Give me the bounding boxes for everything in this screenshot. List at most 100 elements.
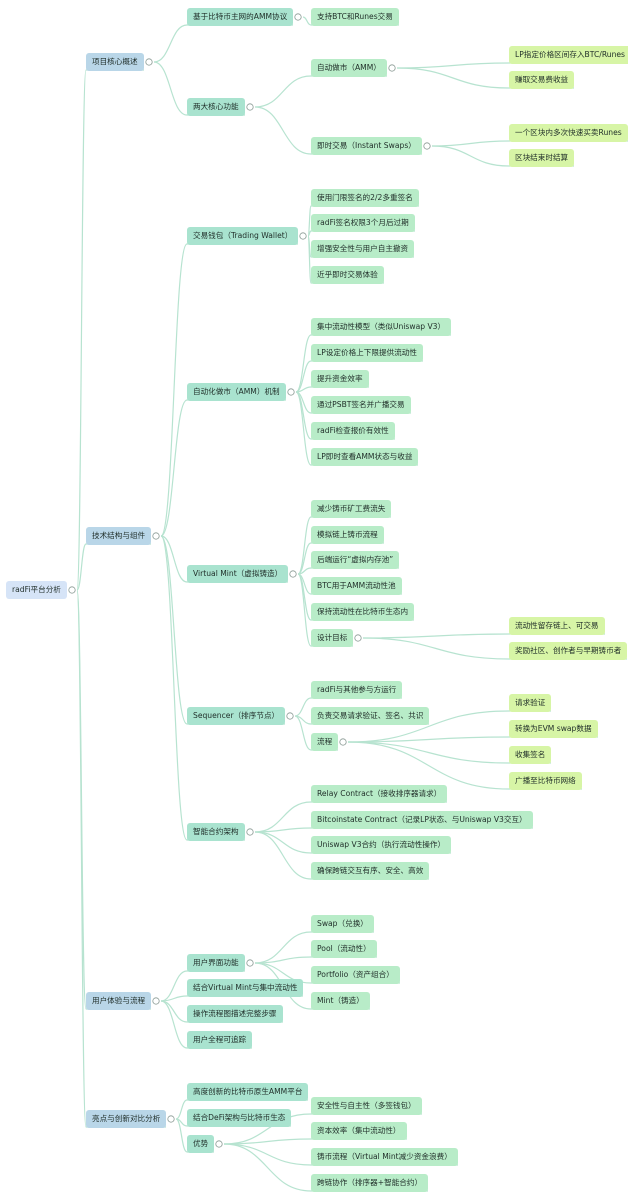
node-goal-rewards[interactable]: 奖励社区、创作者与早期铸币者 <box>509 642 628 660</box>
collapse-toggle-virtual-mint[interactable] <box>289 570 297 578</box>
node-tw-expiry[interactable]: radFi签名权限3个月后过期 <box>311 214 415 232</box>
node-sc-uniswap[interactable]: Uniswap V3合约（执行流动性操作） <box>311 836 452 854</box>
collapse-toggle-user-experience[interactable] <box>152 997 160 1005</box>
collapse-toggle-architecture[interactable] <box>152 532 160 540</box>
node-earn-fees[interactable]: 赚取交易费收益 <box>509 71 575 89</box>
node-vm-mempool[interactable]: 后端运行“虚拟内存池” <box>311 551 400 569</box>
node-amm-concentrated[interactable]: 集中流动性模型（类似Uniswap V3） <box>311 318 452 336</box>
node-block-settlement[interactable]: 区块结束时结算 <box>509 149 575 167</box>
link-root-to-highlights <box>76 589 166 1128</box>
node-trading-wallet[interactable]: 交易钱包（Trading Wallet） <box>187 227 299 245</box>
link-ui-features-to-ui-pool <box>254 956 377 964</box>
node-core-features[interactable]: 两大核心功能 <box>187 98 245 116</box>
node-highlights[interactable]: 亮点与创新对比分析 <box>86 1110 167 1128</box>
link-instant-swaps-to-block-settlement <box>431 145 574 167</box>
node-ui-pool[interactable]: Pool（流动性） <box>311 940 377 958</box>
node-goal-onchain[interactable]: 流动性留存链上、可交易 <box>509 617 605 635</box>
node-btc-runes-trading[interactable]: 支持BTC和Runes交易 <box>311 8 399 26</box>
node-amm-lp-status[interactable]: LP即时查看AMM状态与收益 <box>311 448 419 466</box>
link-trading-wallet-to-tw-instant <box>307 235 384 284</box>
node-sc-ensure[interactable]: 确保跨链交互有序、安全、高效 <box>311 862 430 880</box>
node-proc-broadcast[interactable]: 广播至比特币网络 <box>509 772 582 790</box>
node-sc-bitcoinstate[interactable]: Bitcoinstate Contract（记录LP状态、与Uniswap V3… <box>311 811 533 829</box>
collapse-toggle-amm-mechanism[interactable] <box>287 388 295 396</box>
node-hl-defi[interactable]: 结合DeFi架构与比特币生态 <box>187 1109 292 1127</box>
node-adv-capital[interactable]: 资本效率（集中流动性） <box>311 1122 407 1140</box>
link-hl-advantages-to-adv-capital <box>223 1138 407 1145</box>
collapse-toggle-vm-design-goals[interactable] <box>354 634 362 642</box>
node-overview[interactable]: 项目核心概述 <box>86 53 144 71</box>
node-instant-swaps[interactable]: 即时交易（Instant Swaps） <box>311 137 422 155</box>
node-ux-flowchart[interactable]: 操作流程图描述完整步骤 <box>187 1005 283 1023</box>
node-proc-evm[interactable]: 转换为EVM swap数据 <box>509 720 598 738</box>
node-virtual-mint[interactable]: Virtual Mint（虚拟铸造） <box>187 565 289 583</box>
node-lp-price-range[interactable]: LP指定价格区间存入BTC/Runes <box>509 46 628 64</box>
node-amm-psbt[interactable]: 通过PSBT签名并广播交易 <box>311 396 411 414</box>
node-adv-security[interactable]: 安全性与自主性（多签钱包） <box>311 1097 422 1115</box>
collapse-toggle-ui-features[interactable] <box>246 959 254 967</box>
node-ui-mint[interactable]: Mint（铸造） <box>311 992 370 1010</box>
link-virtual-mint-to-vm-mempool <box>297 567 399 575</box>
collapse-toggle-seq-process[interactable] <box>339 738 347 746</box>
node-vm-keep-liquidity[interactable]: 保持流动性在比特币生态内 <box>311 603 415 621</box>
node-ui-swap[interactable]: Swap（兑换） <box>311 915 374 933</box>
node-architecture[interactable]: 技术结构与组件 <box>86 527 152 545</box>
link-smart-contracts-to-sc-relay <box>254 801 447 833</box>
link-core-features-to-amm-feature <box>254 75 387 108</box>
node-proc-signatures[interactable]: 收集签名 <box>509 746 552 764</box>
collapse-toggle-amm-protocol[interactable] <box>294 13 302 21</box>
node-root[interactable]: radFi平台分析 <box>6 581 67 599</box>
collapse-toggle-overview[interactable] <box>145 58 153 66</box>
link-seq-process-to-proc-validate <box>347 710 551 743</box>
node-ux-traceable[interactable]: 用户全程可追踪 <box>187 1031 253 1049</box>
node-amm-feature[interactable]: 自动做市（AMM） <box>311 59 387 77</box>
collapse-toggle-sequencer[interactable] <box>286 712 294 720</box>
node-multi-swaps-block[interactable]: 一个区块内多次快速买卖Runes <box>509 124 628 142</box>
collapse-toggle-smart-contracts[interactable] <box>246 828 254 836</box>
node-ui-features[interactable]: 用户界面功能 <box>187 954 245 972</box>
node-seq-operators[interactable]: radFi与其他参与方运行 <box>311 681 403 699</box>
link-user-experience-to-ui-features <box>160 970 245 1002</box>
node-seq-duties[interactable]: 负责交易请求验证、签名、共识 <box>311 707 430 725</box>
link-highlights-to-hl-innovative <box>175 1099 308 1120</box>
collapse-toggle-root[interactable] <box>68 586 76 594</box>
node-tw-multisig[interactable]: 使用门限签名的2/2多重签名 <box>311 189 419 207</box>
node-user-experience[interactable]: 用户体验与流程 <box>86 992 152 1010</box>
link-virtual-mint-to-vm-design-goals <box>297 573 353 647</box>
collapse-toggle-trading-wallet[interactable] <box>299 232 307 240</box>
node-sequencer[interactable]: Sequencer（排序节点） <box>187 707 286 725</box>
node-amm-protocol[interactable]: 基于比特币主网的AMM协议 <box>187 8 294 26</box>
node-seq-process[interactable]: 流程 <box>311 733 339 751</box>
node-amm-lp-range[interactable]: LP设定价格上下限提供流动性 <box>311 344 423 362</box>
node-amm-efficiency[interactable]: 提升资金效率 <box>311 370 369 388</box>
node-smart-contracts[interactable]: 智能合约架构 <box>187 823 245 841</box>
node-adv-minting[interactable]: 铸币流程（Virtual Mint减少资金浪费） <box>311 1148 458 1166</box>
link-vm-design-goals-to-goal-onchain <box>362 633 605 639</box>
collapse-toggle-amm-feature[interactable] <box>388 64 396 72</box>
link-smart-contracts-to-sc-ensure <box>254 831 429 880</box>
link-architecture-to-trading-wallet <box>160 243 298 537</box>
node-hl-advantages[interactable]: 优势 <box>187 1135 215 1153</box>
node-vm-design-goals[interactable]: 设计目标 <box>311 629 354 647</box>
link-virtual-mint-to-vm-simulate <box>297 542 384 575</box>
collapse-toggle-hl-advantages[interactable] <box>215 1140 223 1148</box>
node-amm-mechanism[interactable]: 自动化做市（AMM）机制 <box>187 383 286 401</box>
collapse-toggle-core-features[interactable] <box>246 103 254 111</box>
node-tw-security[interactable]: 增强安全性与用户自主撤资 <box>311 240 415 258</box>
node-ux-combine[interactable]: 结合Virtual Mint与集中流动性 <box>187 979 304 997</box>
node-vm-reduce-fees[interactable]: 减少铸币矿工费流失 <box>311 500 392 518</box>
node-adv-crosschain[interactable]: 跨链协作（排序器+智能合约） <box>311 1174 429 1192</box>
node-proc-validate[interactable]: 请求验证 <box>509 694 552 712</box>
node-tw-instant[interactable]: 近乎即时交易体验 <box>311 266 384 284</box>
link-amm-feature-to-earn-fees <box>396 67 574 89</box>
collapse-toggle-highlights[interactable] <box>167 1115 175 1123</box>
node-hl-innovative[interactable]: 高度创新的比特币原生AMM平台 <box>187 1083 309 1101</box>
node-sc-relay[interactable]: Relay Contract（接收排序器请求） <box>311 785 448 803</box>
link-root-to-architecture <box>76 543 151 591</box>
node-vm-btc-pool[interactable]: BTC用于AMM流动性池 <box>311 577 402 595</box>
link-seq-process-to-proc-signatures <box>347 741 551 764</box>
collapse-toggle-instant-swaps[interactable] <box>423 142 431 150</box>
node-amm-quote-check[interactable]: radFi检查报价有效性 <box>311 422 395 440</box>
node-ui-portfolio[interactable]: Portfolio（资产组合） <box>311 966 400 984</box>
node-vm-simulate[interactable]: 模拟链上铸币流程 <box>311 526 384 544</box>
